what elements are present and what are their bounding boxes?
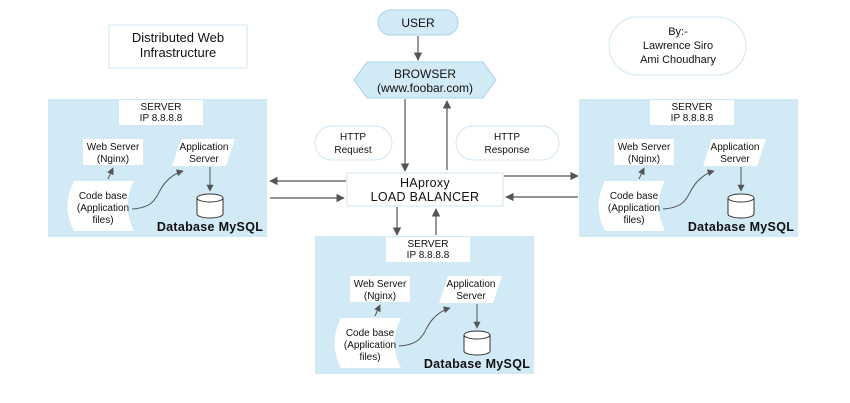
authors-line-1: By:-	[668, 26, 688, 38]
application-server-box	[703, 139, 766, 166]
code-base-box	[67, 181, 134, 231]
code-to-webserver-arrow	[374, 304, 381, 317]
database-label: Database MySQL	[424, 357, 530, 371]
load-balancer-node: HAproxy LOAD BALANCER	[346, 172, 504, 207]
authors-note: By:- Lawrence Siro Ami Choudhary	[608, 16, 747, 76]
application-server-label: Application	[180, 142, 229, 153]
diagram-title: Distributed Web Infrastructure	[108, 24, 248, 69]
web-server-box	[83, 139, 143, 165]
application-server-detail: Server	[720, 154, 750, 165]
http-request-note: HTTP Request	[314, 125, 393, 161]
code-base-line-1: Code base	[610, 191, 659, 202]
server-ip: IP 8.8.8.8	[671, 113, 714, 124]
code-to-app-arrow	[398, 306, 451, 347]
http-response-note: HTTP Response	[455, 125, 560, 161]
server-ip: IP 8.8.8.8	[407, 250, 450, 261]
authors-line-2: Lawrence Siro	[643, 40, 713, 52]
http-request-line-1: HTTP	[340, 132, 366, 143]
browser-url: (www.foobar.com)	[377, 81, 473, 95]
code-base-line-1: Code base	[79, 191, 128, 202]
server-left: SERVER IP 8.8.8.8 Web Server (Nginx) App…	[48, 99, 267, 237]
load-balancer-line-1: HAproxy	[400, 176, 450, 190]
web-server-detail: (Nginx)	[628, 154, 660, 165]
application-server-box	[172, 139, 235, 166]
web-server-detail: (Nginx)	[364, 291, 396, 302]
server-header	[119, 100, 203, 125]
code-base-box	[334, 318, 401, 368]
user-node: USER	[377, 9, 459, 36]
code-base-line-2: (Application	[344, 340, 396, 351]
code-base-line-2: (Application	[77, 203, 129, 214]
code-to-app-arrow	[662, 169, 715, 210]
code-base-line-1: Code base	[346, 328, 395, 339]
authors-line-3: Ami Choudhary	[640, 54, 716, 66]
server-header	[386, 237, 470, 262]
code-base-line-3: files)	[359, 352, 380, 363]
application-server-detail: Server	[456, 291, 486, 302]
database-icon	[463, 330, 491, 356]
database-icon	[727, 193, 755, 219]
load-balancer-line-2: LOAD BALANCER	[371, 190, 480, 204]
code-to-app-arrow	[131, 169, 184, 210]
http-request-line-2: Request	[334, 145, 371, 156]
server-right: SERVER IP 8.8.8.8 Web Server (Nginx) App…	[579, 99, 798, 237]
title-line-2: Infrastructure	[140, 45, 217, 60]
application-server-detail: Server	[189, 154, 219, 165]
server-ip: IP 8.8.8.8	[140, 113, 183, 124]
server-bottom: SERVER IP 8.8.8.8 Web Server (Nginx) App…	[315, 236, 534, 374]
code-base-line-2: (Application	[608, 203, 660, 214]
web-server-label: Web Server	[354, 279, 407, 290]
web-server-box	[350, 276, 410, 302]
user-label: USER	[401, 16, 435, 30]
code-base-box	[598, 181, 665, 231]
application-server-box	[439, 276, 502, 303]
code-base-line-3: files)	[623, 215, 644, 226]
code-base-line-3: files)	[92, 215, 113, 226]
server-title: SERVER	[672, 102, 713, 113]
web-server-box	[614, 139, 674, 165]
http-response-line-2: Response	[484, 145, 529, 156]
code-to-webserver-arrow	[107, 167, 114, 180]
application-server-label: Application	[447, 279, 496, 290]
browser-label: BROWSER	[394, 67, 456, 81]
database-icon	[196, 193, 224, 219]
database-label: Database MySQL	[688, 220, 794, 234]
server-title: SERVER	[408, 239, 449, 250]
server-title: SERVER	[141, 102, 182, 113]
web-server-label: Web Server	[87, 142, 140, 153]
http-response-line-1: HTTP	[494, 132, 520, 143]
web-server-detail: (Nginx)	[97, 154, 129, 165]
server-header	[650, 100, 734, 125]
title-line-1: Distributed Web	[132, 30, 224, 45]
web-server-label: Web Server	[618, 142, 671, 153]
application-server-label: Application	[711, 142, 760, 153]
browser-node: BROWSER (www.foobar.com)	[353, 61, 497, 99]
code-to-webserver-arrow	[638, 167, 645, 180]
database-label: Database MySQL	[157, 220, 263, 234]
